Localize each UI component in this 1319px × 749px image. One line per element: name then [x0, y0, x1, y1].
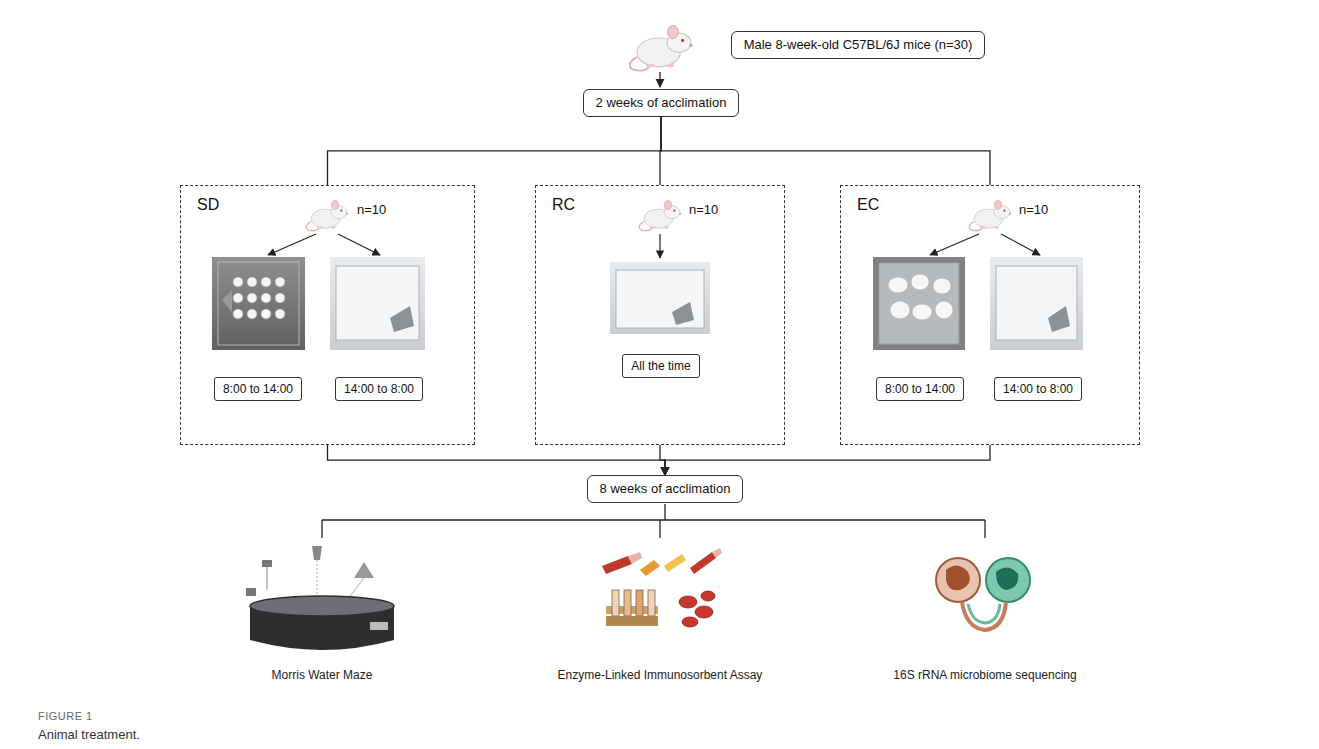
connector: [328, 445, 666, 475]
cage-photo-enriched: [873, 257, 965, 350]
count-label: n=10: [689, 202, 718, 217]
arrow: [338, 234, 380, 255]
count-label: n=10: [1019, 202, 1048, 217]
box-text: 8:00 to 14:00: [223, 382, 293, 396]
method-label: 16S rRNA microbiome sequencing: [893, 668, 1076, 682]
box-text: 8:00 to 14:00: [885, 382, 955, 396]
process-box: 2 weeks of acclimation: [583, 89, 740, 117]
mouse-icon: [639, 201, 681, 231]
branch-lines: [322, 504, 985, 538]
mouse-icon: [306, 201, 348, 231]
cage-photo: [330, 257, 425, 350]
count-label: n=10: [357, 202, 386, 217]
box-text: 14:00 to 8:00: [1003, 382, 1073, 396]
arrow: [659, 234, 660, 258]
cage-photo-platforms: [212, 257, 305, 350]
microbiome-illustration: [936, 558, 1030, 630]
method-label: Morris Water Maze: [272, 668, 373, 682]
arrow: [1001, 234, 1040, 255]
group-frame: EC n=10 8:00 to 14:00 14:00 to 8:00: [840, 185, 1140, 445]
connector: [661, 117, 990, 185]
group-label: RC: [552, 196, 575, 214]
time-box: All the time: [622, 354, 699, 378]
box-text: 2 weeks of acclimation: [596, 95, 727, 111]
box-text: Male 8-week-old C57BL/6J mice (n=30): [744, 37, 973, 53]
group-frame: SD n=10 8:00 to 14:00 14:00 to 8:00: [180, 185, 475, 445]
time-box: 8:00 to 14:00: [214, 377, 302, 401]
connector: [328, 117, 662, 185]
cage-photo: [610, 262, 710, 334]
connector: [665, 445, 990, 475]
method-label: Enzyme-Linked Immunosorbent Assay: [558, 668, 763, 682]
mouse-icon: [630, 25, 693, 70]
figure-number: FIGURE 1: [38, 710, 93, 723]
water-maze-illustration: [246, 546, 394, 650]
time-box: 14:00 to 8:00: [994, 377, 1082, 401]
figure-caption: Animal treatment.: [38, 727, 140, 743]
group-label: SD: [197, 196, 219, 214]
cage-photo: [990, 257, 1083, 350]
mouse-icon: [969, 201, 1011, 231]
process-box: 8 weeks of acclimation: [587, 475, 744, 503]
box-text: 8 weeks of acclimation: [600, 481, 731, 497]
arrow: [659, 72, 660, 87]
arrow: [268, 234, 316, 255]
box-text: All the time: [631, 359, 690, 373]
group-label: EC: [857, 196, 879, 214]
connector: [660, 445, 665, 475]
group-frame: RC n=10All the time: [535, 185, 785, 445]
sample-box: Male 8-week-old C57BL/6J mice (n=30): [731, 31, 986, 59]
elisa-illustration: [602, 548, 722, 627]
time-box: 14:00 to 8:00: [335, 377, 423, 401]
time-box: 8:00 to 14:00: [876, 377, 964, 401]
box-text: 14:00 to 8:00: [344, 382, 414, 396]
arrow: [930, 234, 979, 255]
